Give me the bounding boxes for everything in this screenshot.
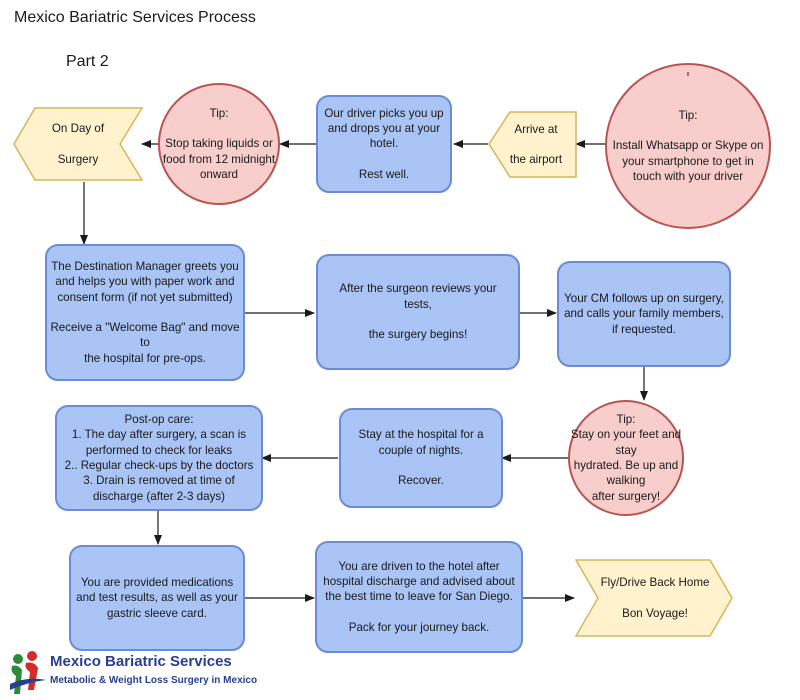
node-line: the best time to leave for San Diego. — [325, 590, 513, 604]
surgeon-box — [316, 254, 520, 370]
node-line: and calls your family members, — [564, 307, 724, 321]
node-line: hotel. — [369, 137, 399, 151]
node-line: You are driven to the hotel after — [338, 559, 500, 573]
node-line — [217, 121, 220, 136]
arrive-shape — [488, 111, 577, 178]
node-cm: Your CM follows up on surgery,and calls … — [558, 262, 730, 366]
node-line: and helps you with paper work and — [55, 275, 235, 289]
node-line: Tip: — [616, 413, 636, 427]
node-line: 3. Drain is removed at time of — [83, 474, 235, 488]
node-line: your smartphone to get in — [622, 154, 754, 168]
node-line — [686, 123, 689, 138]
node-line: food from 12 midnight — [162, 152, 276, 166]
node-line: Rest well. — [358, 167, 410, 181]
node-line: consent form (if not yet submitted) — [57, 290, 233, 304]
node-line: After the surgeon reviews your — [339, 282, 497, 296]
tip-circles — [158, 63, 771, 516]
milestone-shapes — [13, 107, 733, 637]
node-arrive: Arrive at the airport — [496, 112, 576, 177]
node-postop: Post-op care:1. The day after surgery, a… — [56, 406, 262, 510]
company-logo: Mexico Bariatric Services Metabolic & We… — [8, 650, 268, 698]
node-destination: The Destination Manager greets you and he… — [46, 245, 244, 380]
node-line — [76, 136, 79, 151]
node-line: Tip: — [209, 106, 229, 120]
on-day-shape — [13, 107, 144, 181]
node-line: and test results, as well as your — [76, 591, 238, 605]
node-line: and drops you at your — [327, 122, 441, 136]
node-line — [417, 605, 420, 620]
logo-figures-icon — [10, 651, 46, 694]
page-subtitle: Part 2 — [66, 53, 109, 70]
driven-box — [315, 541, 523, 653]
node-line: You are provided medications — [80, 576, 234, 590]
node-line — [382, 152, 385, 167]
node-line: after surgery! — [591, 489, 661, 503]
node-line: couple of nights. — [378, 443, 464, 457]
node-line: Our driver picks you up — [324, 106, 444, 120]
node-line: gastric sleeve card. — [107, 606, 207, 620]
connectors — [80, 140, 648, 602]
node-line: onward — [199, 167, 239, 181]
node-line — [419, 458, 422, 473]
node-line: Arrive at — [514, 122, 558, 136]
node-line: the hospital for pre-ops. — [84, 351, 206, 365]
node-line: Stay on your feet and stay — [570, 428, 682, 457]
node-fly: Fly/Drive Back Home Bon Voyage! — [590, 560, 720, 636]
meds-box — [69, 545, 245, 651]
fly-shape — [574, 559, 733, 637]
node-line: discharge (after 2-3 days) — [92, 489, 226, 503]
tip-liquids-circle — [158, 83, 280, 205]
node-line: Post-op care: — [124, 413, 194, 427]
node-line: hospital discharge and advised about — [323, 575, 515, 589]
node-line: Fly/Drive Back Home — [600, 576, 710, 590]
node-line: Tip: — [678, 108, 698, 122]
node-line: the surgery begins! — [368, 328, 468, 342]
node-line: Receive a "Welcome Bag" and move to — [50, 321, 240, 350]
page-title: Mexico Bariatric Services Process — [14, 9, 256, 26]
node-on-day: On Day of Surgery — [16, 108, 140, 180]
stay-box — [339, 408, 503, 508]
node-line: performed to check for leaks — [85, 443, 233, 457]
node-line — [416, 312, 419, 327]
tip-feet-circle — [568, 400, 684, 516]
node-line: Stay at the hospital for a — [358, 428, 484, 442]
postop-box — [55, 405, 263, 511]
driver-box — [316, 95, 452, 193]
node-line — [143, 305, 146, 320]
node-driven: You are driven to the hotel after hospita… — [316, 542, 522, 652]
node-line — [653, 590, 656, 605]
node-line: 2.. Regular check-ups by the doctors — [64, 459, 254, 472]
node-line: Stop taking liquids or — [165, 137, 273, 151]
node-line: touch with your driver — [632, 169, 744, 183]
cm-box — [557, 261, 731, 367]
destination-box — [45, 244, 245, 381]
node-line: Install Whatsapp or Skype on — [612, 139, 764, 153]
node-line: Surgery — [57, 152, 99, 166]
node-line — [534, 137, 537, 152]
logo-name: Mexico Bariatric Services — [50, 653, 232, 670]
node-line: Bon Voyage! — [622, 606, 688, 620]
node-line: 1. The day after surgery, a scan is — [71, 428, 247, 442]
node-line: Pack for your journey back. — [348, 620, 490, 634]
node-line: The Destination Manager greets you — [51, 259, 239, 273]
node-line: hydrated. Be up and walking — [573, 459, 679, 488]
node-line: Recover. — [398, 474, 444, 488]
logo-tagline: Metabolic & Weight Loss Surgery in Mexic… — [50, 675, 258, 686]
node-line: the airport — [509, 153, 563, 167]
node-driver: Our driver picks you up and drops you at … — [317, 96, 451, 192]
node-line: Your CM follows up on surgery, — [564, 292, 724, 306]
step-boxes — [45, 95, 731, 653]
node-line: tests, — [404, 297, 432, 311]
node-line: On Day of — [51, 122, 105, 136]
node-line: if requested. — [612, 322, 676, 336]
tip-whatsapp-circle — [605, 63, 771, 229]
